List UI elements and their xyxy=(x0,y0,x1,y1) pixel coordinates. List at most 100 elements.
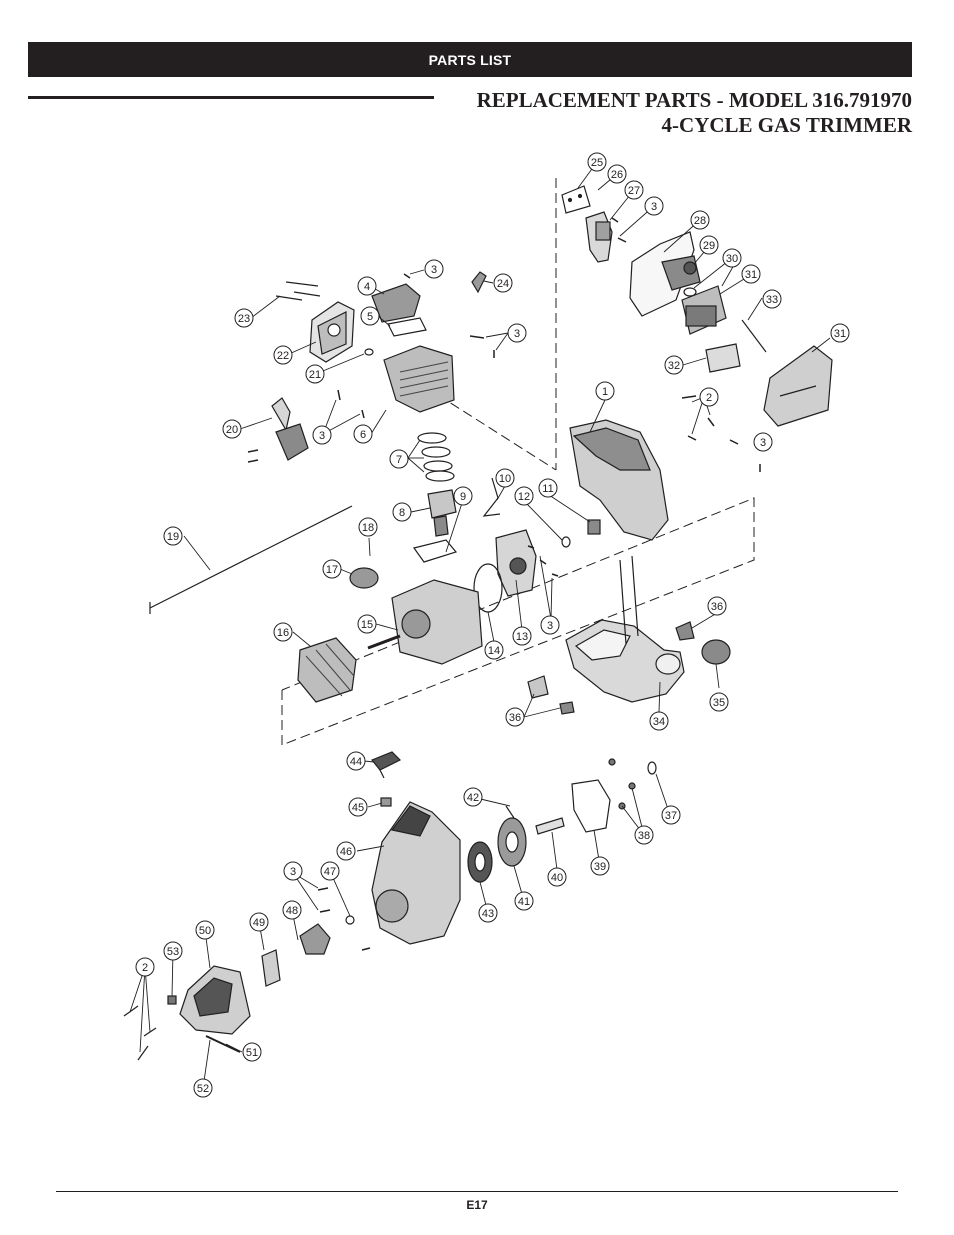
callout-44: 44 xyxy=(346,751,366,771)
callout-15: 15 xyxy=(357,614,377,634)
title-line-2: 4-CYCLE GAS TRIMMER xyxy=(661,113,912,137)
callout-circle xyxy=(707,596,727,616)
callout-number: 40 xyxy=(551,872,563,884)
callout-number: 10 xyxy=(499,473,511,485)
callout-10: 10 xyxy=(495,468,515,488)
callout-14: 14 xyxy=(484,640,504,660)
callout-number: 21 xyxy=(309,369,321,381)
callout-circle xyxy=(709,692,729,712)
callout-23: 23 xyxy=(234,308,254,328)
callout-3: 3 xyxy=(753,432,773,452)
callout-3: 3 xyxy=(312,425,332,445)
callout-circle xyxy=(135,957,155,977)
callout-number: 31 xyxy=(745,269,757,281)
callout-36: 36 xyxy=(707,596,727,616)
callout-circle xyxy=(193,1078,213,1098)
callout-number: 33 xyxy=(766,294,778,306)
callout-16: 16 xyxy=(273,622,293,642)
callout-circle xyxy=(282,900,302,920)
callout-circle xyxy=(540,615,560,635)
callout-number: 26 xyxy=(611,169,623,181)
callout-8: 8 xyxy=(392,502,412,522)
callout-29: 29 xyxy=(699,235,719,255)
callout-number: 52 xyxy=(197,1083,209,1095)
callout-circle xyxy=(753,432,773,452)
callout-circle xyxy=(699,235,719,255)
callout-number: 16 xyxy=(277,627,289,639)
callout-number: 2 xyxy=(706,392,712,404)
callout-circle xyxy=(346,751,366,771)
callout-4: 4 xyxy=(357,276,377,296)
callout-circle xyxy=(607,164,627,184)
callout-circle xyxy=(624,180,644,200)
callout-circle xyxy=(587,152,607,172)
callout-13: 13 xyxy=(512,626,532,646)
callout-number: 3 xyxy=(431,264,437,276)
callout-number: 53 xyxy=(167,946,179,958)
callout-circle xyxy=(305,364,325,384)
callout-circle xyxy=(222,419,242,439)
title-line-1: REPLACEMENT PARTS - MODEL 316.791970 xyxy=(476,88,912,112)
callout-circle xyxy=(392,502,412,522)
callout-circle xyxy=(320,861,340,881)
callout-48: 48 xyxy=(282,900,302,920)
callout-30: 30 xyxy=(722,248,742,268)
title-rule xyxy=(28,96,434,99)
callout-number: 47 xyxy=(324,866,336,878)
callout-circle xyxy=(249,912,269,932)
callout-number: 36 xyxy=(711,601,723,613)
callout-47: 47 xyxy=(320,861,340,881)
dashed-guide-lines xyxy=(281,178,755,746)
callout-circle xyxy=(664,355,684,375)
callout-circle xyxy=(495,468,515,488)
callout-number: 46 xyxy=(340,846,352,858)
page-number: E17 xyxy=(466,1198,488,1212)
callout-circle xyxy=(357,276,377,296)
callout-circle xyxy=(595,381,615,401)
footer-rule xyxy=(56,1191,898,1192)
callout-42: 42 xyxy=(463,787,483,807)
callout-53: 53 xyxy=(163,941,183,961)
callout-circle xyxy=(348,797,368,817)
callout-number: 45 xyxy=(352,802,364,814)
callout-number: 49 xyxy=(253,917,265,929)
callout-number: 50 xyxy=(199,925,211,937)
callout-50: 50 xyxy=(195,920,215,940)
callout-number: 5 xyxy=(367,311,373,323)
callout-22: 22 xyxy=(273,345,293,365)
callout-12: 12 xyxy=(514,486,534,506)
callout-circle xyxy=(830,323,850,343)
callout-number: 41 xyxy=(518,896,530,908)
page-title: REPLACEMENT PARTS - MODEL 316.791970 4-C… xyxy=(477,88,912,138)
callout-circle xyxy=(353,424,373,444)
callout-number: 3 xyxy=(319,430,325,442)
callout-circle xyxy=(741,264,761,284)
callout-number: 35 xyxy=(713,697,725,709)
callout-number: 17 xyxy=(326,564,338,576)
callout-32: 32 xyxy=(664,355,684,375)
callout-circle xyxy=(493,273,513,293)
callout-circle xyxy=(312,425,332,445)
callout-3: 3 xyxy=(424,259,444,279)
callout-circle xyxy=(512,626,532,646)
callout-circle xyxy=(357,614,377,634)
callout-number: 32 xyxy=(668,360,680,372)
callout-17: 17 xyxy=(322,559,342,579)
callout-33: 33 xyxy=(762,289,782,309)
banner-label: PARTS LIST xyxy=(428,51,512,68)
callout-11: 11 xyxy=(538,478,558,498)
callout-circle xyxy=(273,345,293,365)
leader-lines xyxy=(129,161,831,1089)
callout-45: 45 xyxy=(348,797,368,817)
callout-46: 46 xyxy=(336,841,356,861)
callout-number: 31 xyxy=(834,328,846,340)
callout-number: 34 xyxy=(653,716,665,728)
callout-19: 19 xyxy=(163,526,183,546)
callout-circle xyxy=(424,259,444,279)
callout-number: 48 xyxy=(286,905,298,917)
callout-31: 31 xyxy=(741,264,761,284)
callout-number: 51 xyxy=(246,1047,258,1059)
callout-circle xyxy=(273,622,293,642)
callout-circle xyxy=(690,210,710,230)
